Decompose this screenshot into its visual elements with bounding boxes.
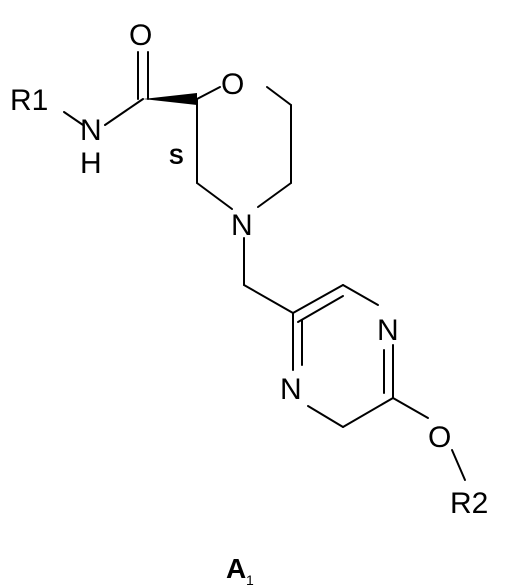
- bond-pz-c3-c3-inner: [297, 295, 344, 323]
- label-ether-oxygen: O: [428, 421, 451, 454]
- bond-n-c3: [196, 182, 233, 210]
- bond-n-carbonyl: [104, 98, 144, 126]
- label-amide-nitrogen: N: [80, 114, 102, 147]
- bond-c5-o: [392, 397, 429, 419]
- atom-labels: R1 O N H S O N N N O R2: [10, 19, 488, 520]
- bond-o-r2: [451, 449, 466, 481]
- label-amide-hydrogen: H: [80, 147, 102, 180]
- label-carbonyl-oxygen: O: [129, 19, 152, 52]
- bond-pz-c3-n4: [342, 284, 379, 306]
- label-stereocenter: S: [169, 144, 184, 169]
- label-pyrazine-nitrogen-top: N: [377, 314, 399, 347]
- bond-c5-n: [257, 182, 292, 208]
- bond-o-c6: [266, 86, 292, 106]
- caption-subscript: 1: [246, 572, 254, 588]
- bond-c2-o: [196, 86, 221, 100]
- compound-caption: A 1: [226, 553, 254, 588]
- label-r2: R2: [450, 487, 488, 520]
- label-morpholine-oxygen: O: [221, 68, 244, 101]
- wedge-bond: [143, 93, 197, 105]
- caption-letter: A: [226, 553, 246, 584]
- bond-layer: [63, 51, 466, 481]
- label-r1: R1: [10, 84, 48, 117]
- bond-pz-c6-n1: [307, 405, 344, 428]
- bond-r1-n: [63, 111, 84, 126]
- label-pyrazine-nitrogen-bottom: N: [280, 373, 302, 406]
- bond-ch2-ring: [243, 284, 294, 314]
- bond-pz-c5-c6: [342, 397, 394, 428]
- bond-pz-c2-c3: [292, 284, 344, 314]
- label-morpholine-nitrogen: N: [231, 209, 253, 242]
